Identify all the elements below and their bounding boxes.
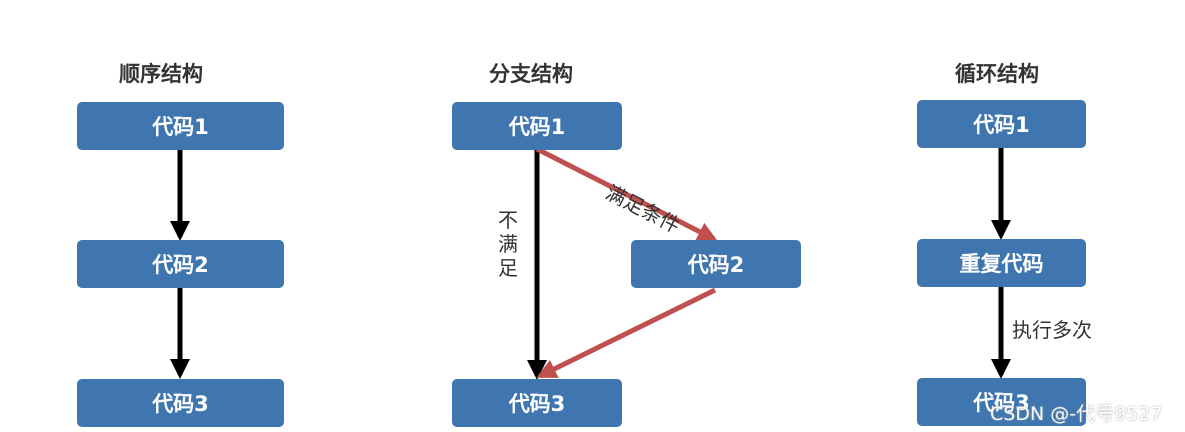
branch-box-3: 代码3 (452, 379, 622, 427)
branch-box-1: 代码1 (452, 102, 622, 150)
loop-title: 循环结构 (955, 62, 1039, 86)
watermark-text: CSDN @-代号9527 (990, 403, 1163, 425)
branch-box-2: 代码2 (631, 240, 801, 288)
branch-title: 分支结构 (489, 62, 573, 86)
loop-box-2: 重复代码 (917, 239, 1086, 287)
loop-repeat-label: 执行多次 (1012, 318, 1092, 342)
loop-box-1: 代码1 (917, 100, 1086, 148)
branch-arrow-return (536, 287, 717, 379)
sequential-title: 顺序结构 (119, 62, 203, 86)
branch-arrow-true (535, 146, 718, 242)
branch-false-label: 不满足 (498, 208, 518, 280)
sequential-box-1: 代码1 (77, 102, 284, 150)
sequential-box-3: 代码3 (77, 379, 284, 427)
sequential-box-2: 代码2 (77, 240, 284, 288)
loop-box-3: 代码3 (917, 378, 1086, 426)
